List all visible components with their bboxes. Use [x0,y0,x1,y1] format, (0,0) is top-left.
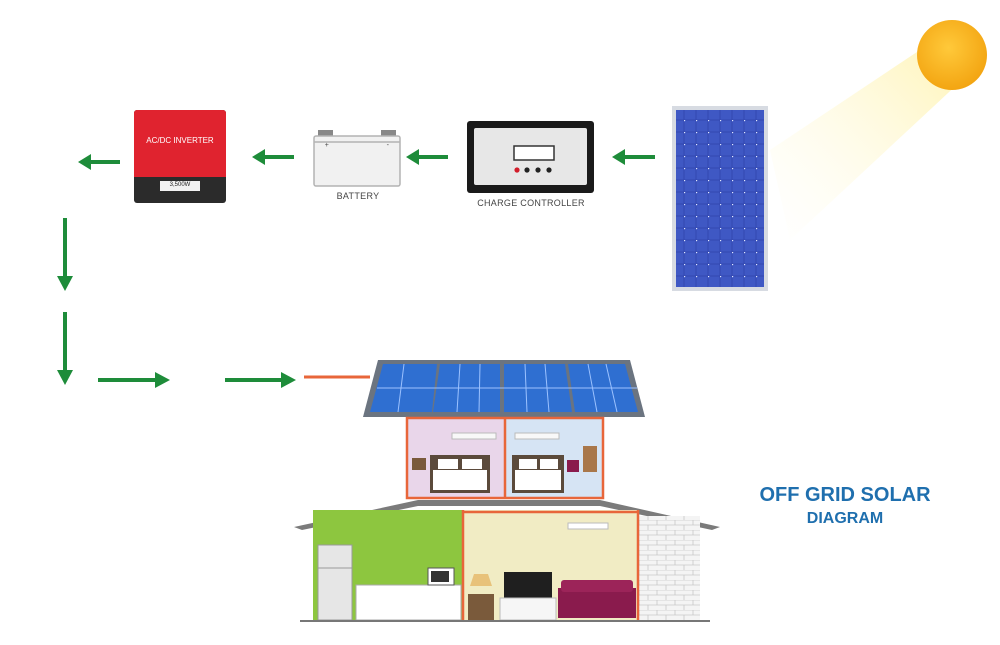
battery-plus-terminal: + [324,142,330,149]
arrow-right-2 [225,372,296,388]
inverter-rating: 3,500W [169,182,191,188]
house [294,360,720,622]
arrow-right-1 [98,372,170,388]
arrow-panel-to-controller [612,149,655,165]
arrow-inverter-output [78,154,120,170]
diagram-title: OFF GRID SOLAR DIAGRAM [740,483,950,531]
arrow-battery-to-inverter [252,149,294,165]
charge-controller-label: CHARGE CONTROLLER [477,198,585,208]
diagram-title-line1: OFF GRID SOLAR [759,484,931,506]
battery [313,130,401,187]
solar-panel [672,106,768,291]
sun-light-beam [770,40,962,240]
inverter-label: AC/DC INVERTER [146,136,214,145]
diagram-title-line2: DIAGRAM [806,510,884,527]
battery-label: BATTERY [336,191,380,201]
arrow-down-2 [57,312,73,385]
sun-icon [917,20,987,90]
arrow-controller-to-battery [406,149,448,165]
ac-dc-inverter [134,110,226,203]
battery-minus-terminal: - [386,142,390,149]
charge-controller [467,121,594,193]
arrow-down-1 [57,218,73,291]
